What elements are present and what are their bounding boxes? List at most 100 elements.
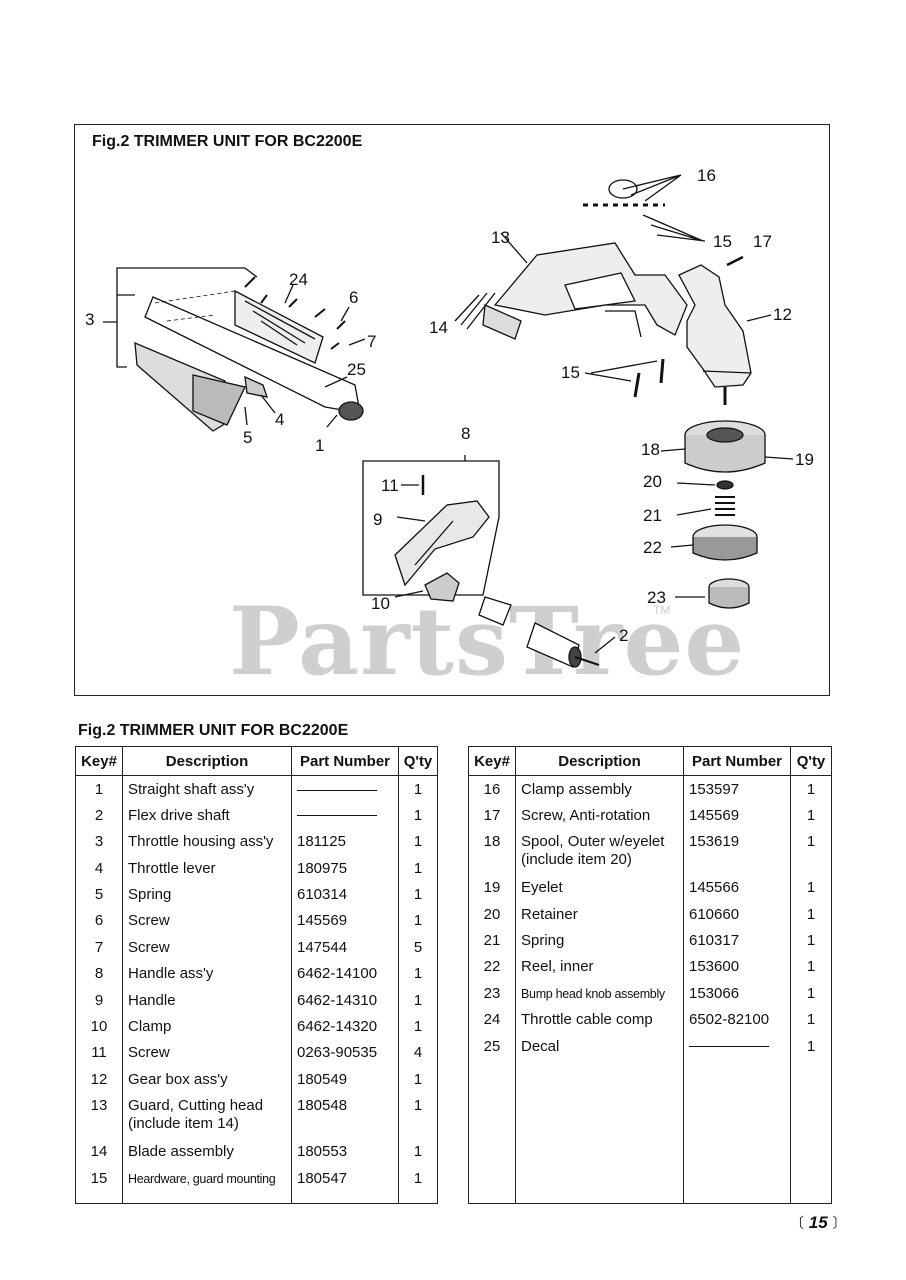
cell-description: Eyelet (515, 874, 684, 901)
cell-description: Decal (515, 1032, 684, 1060)
diagram-drawing: 3 24 6 7 25 4 5 1 8 11 9 10 2 13 14 15 1… (85, 166, 814, 668)
part-number-text: 610317 (689, 932, 740, 950)
callout-6: 6 (349, 288, 358, 307)
table-title: Fig.2 TRIMMER UNIT FOR BC2200E (78, 722, 349, 739)
header-key: Key# (75, 746, 123, 776)
cell-description: Blade assembly (122, 1138, 292, 1165)
cell-part-number: 6462-14320 (291, 1013, 399, 1040)
cell-key: 12 (75, 1065, 123, 1093)
cell-part-number: 145569 (683, 801, 791, 829)
cell-description: Spring (515, 927, 684, 954)
cell-part-number: 153619 (683, 828, 791, 875)
no-part-number-dash (297, 815, 377, 817)
cell-qty: 1 (398, 1092, 438, 1139)
cell-key: 13 (75, 1092, 123, 1139)
part-number-text: 147544 (297, 938, 348, 956)
part-number-text: 180547 (297, 1169, 348, 1187)
cell-key: 18 (468, 828, 516, 875)
callout-3: 3 (85, 310, 94, 329)
callout-23: 23 (647, 588, 666, 607)
callout-11: 11 (381, 476, 399, 495)
cell-qty: 1 (398, 881, 438, 908)
callout-9: 9 (373, 510, 382, 529)
cell-part-number: 153066 (683, 979, 791, 1007)
cell-key: 17 (468, 801, 516, 829)
cell-description: Throttle lever (122, 854, 292, 882)
part-number-text: 145566 (689, 879, 740, 897)
cell-part-number: 145569 (291, 907, 399, 934)
cell-qty: 1 (790, 927, 832, 954)
cell-qty: 1 (790, 979, 832, 1007)
cell-qty: 1 (398, 775, 438, 802)
no-part-number-dash (297, 789, 377, 791)
cell-part-number: 0263-90535 (291, 1039, 399, 1066)
cell-part-number: 147544 (291, 933, 399, 961)
cell-description: Handle (122, 986, 292, 1014)
description-text: Retainer (521, 905, 578, 923)
part-number-text: 610314 (297, 886, 348, 904)
cell-key: 5 (75, 881, 123, 908)
header-description: Description (122, 746, 292, 776)
cell-part-number: 610314 (291, 881, 399, 908)
cell-qty: 1 (790, 775, 832, 802)
cell-part-number: 180553 (291, 1138, 399, 1165)
header-part-number: Part Number (291, 746, 399, 776)
part-number-text: 6462-14100 (297, 965, 378, 983)
cell-part-number: 153600 (683, 953, 791, 980)
callout-16: 16 (697, 166, 716, 185)
cell-qty: 4 (398, 1039, 438, 1066)
callout-21: 21 (643, 506, 662, 525)
cell-qty: 1 (398, 801, 438, 829)
cell-qty: 1 (790, 828, 832, 875)
callout-15b: 15 (713, 232, 732, 251)
cell-description: Screw, Anti-rotation (515, 801, 684, 829)
cell-qty: 1 (398, 986, 438, 1014)
cell-qty: 1 (398, 960, 438, 987)
cell-key: 9 (75, 986, 123, 1014)
cell-key: 19 (468, 874, 516, 901)
callout-7: 7 (367, 332, 376, 351)
callout-20: 20 (643, 472, 662, 491)
cell-key: 3 (75, 828, 123, 855)
part-number-text: 145569 (689, 806, 740, 824)
cell-description: Screw (122, 907, 292, 934)
cell-description: Screw (122, 933, 292, 961)
cell-part-number: 6462-14100 (291, 960, 399, 987)
cell-key: 2 (75, 801, 123, 829)
cell-key: 10 (75, 1013, 123, 1040)
description-text: Spring (128, 886, 172, 904)
callout-10: 10 (371, 594, 390, 613)
cell-part-number: 181125 (291, 828, 399, 855)
cell-key: 24 (468, 1006, 516, 1033)
cell-part-number (291, 775, 399, 802)
callout-19: 19 (795, 450, 814, 469)
part-number-text: 180549 (297, 1070, 348, 1088)
cell-description: Gear box ass'y (122, 1065, 292, 1093)
cell-part-number: 180549 (291, 1065, 399, 1093)
part-number-text: 180975 (297, 859, 348, 877)
header-qty: Q'ty (790, 746, 832, 776)
callout-17: 17 (753, 232, 772, 251)
watermark-tm: TM (653, 603, 671, 617)
callout-14: 14 (429, 318, 448, 337)
callout-2: 2 (619, 626, 628, 645)
cell-qty: 1 (790, 1032, 832, 1060)
cell-description: Bump head knob assembly (515, 979, 684, 1007)
exploded-diagram: Fig.2 TRIMMER UNIT FOR BC2200E PartsTree… (74, 124, 830, 697)
description-text: Clamp assembly (521, 781, 632, 798)
callout-12: 12 (773, 305, 792, 324)
cell-description: Clamp assembly (515, 775, 684, 802)
